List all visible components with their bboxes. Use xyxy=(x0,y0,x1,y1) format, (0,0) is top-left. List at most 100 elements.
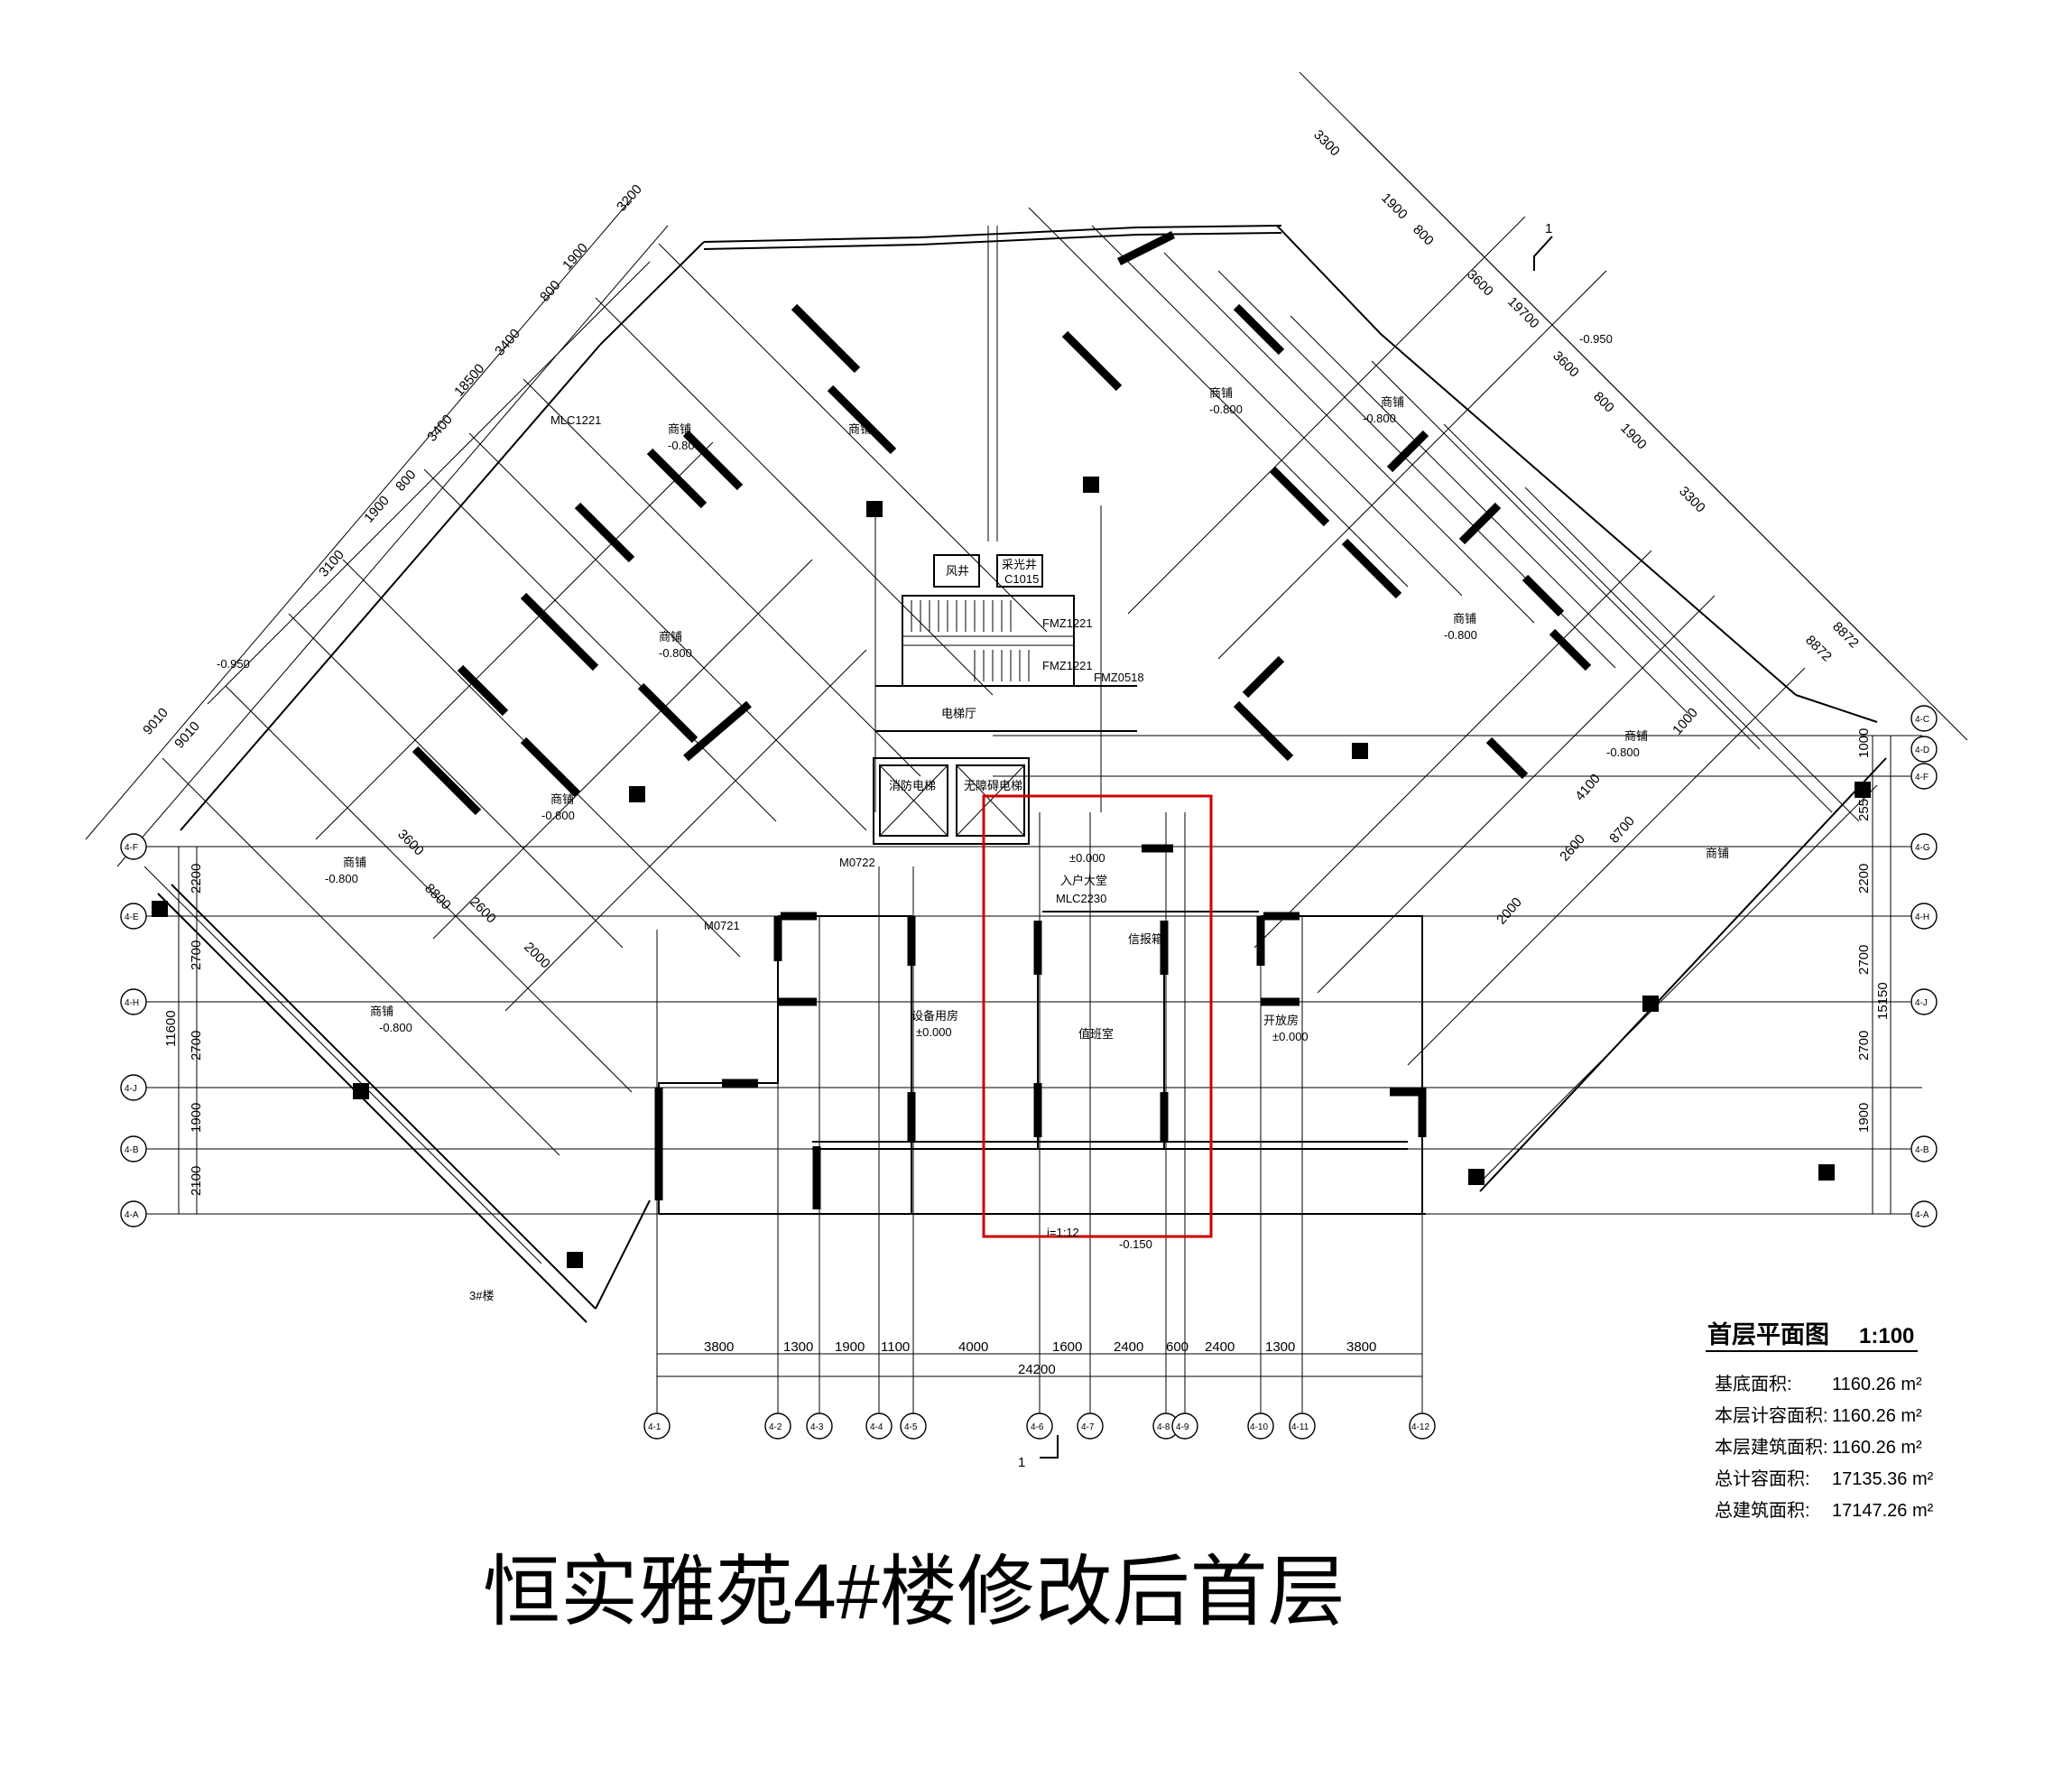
dim-bottom-2: 1300 xyxy=(783,1339,813,1355)
dim-ul-7: 800 xyxy=(393,468,419,495)
label-shop-6: 商铺 xyxy=(1624,729,1648,743)
dim-bottom-7: 2400 xyxy=(1114,1339,1143,1355)
label-shop-level-6: -0.800 xyxy=(1606,746,1640,759)
axis-right-8: 4-A xyxy=(1915,1210,1929,1220)
label-fire-door-c: FMZ0518 xyxy=(1094,671,1144,684)
label-shop-1: 商铺 xyxy=(668,422,691,436)
dim-ll-2: 8800 xyxy=(421,881,454,913)
label-slope-ratio: i=1:12 xyxy=(1047,1226,1079,1239)
label-shop-level-9: -0.800 xyxy=(541,809,575,822)
dim-left-total: 11600 xyxy=(163,1010,179,1047)
dim-ul-6: 3400 xyxy=(424,412,456,444)
axis-bubbles-right: 4-C 4-D 4-F 4-G 4-H 4-J 4-B 4-A xyxy=(1910,705,1938,1227)
dim-right-3: 2700 xyxy=(1856,945,1872,975)
section-symbol-top xyxy=(1533,236,1553,271)
dim-right-2: 2200 xyxy=(1856,864,1872,894)
axis-bottom-4: 4-4 xyxy=(870,1422,883,1432)
dim-ur-5: 19700 xyxy=(1504,294,1542,332)
label-shop-level-11: -0.800 xyxy=(325,872,358,885)
section-mark-top: 1 xyxy=(1545,221,1552,236)
area-value-1: 1160.26 m² xyxy=(1832,1375,1922,1394)
area-value-3: 1160.26 m² xyxy=(1832,1438,1922,1458)
label-equipment-level: ±0.000 xyxy=(916,1025,952,1039)
axis-bottom-12: 4-12 xyxy=(1411,1422,1429,1432)
axis-left-2: 4-E xyxy=(125,912,139,922)
dim-ur-4: 3600 xyxy=(1464,267,1496,300)
dim-bottom-11: 3800 xyxy=(1346,1339,1376,1355)
label-mailbox: 信报箱 xyxy=(1128,932,1163,946)
label-open-room: 开放房 xyxy=(1263,1014,1299,1027)
axis-left-4: 4-J xyxy=(125,1084,137,1094)
axis-bottom-11: 4-11 xyxy=(1291,1422,1309,1432)
label-fire-door-a: FMZ1221 xyxy=(1042,616,1093,630)
dim-left-diag-2: 9010 xyxy=(171,718,203,751)
central-walls xyxy=(658,554,1426,1215)
axis-left-1: 4-F xyxy=(125,843,138,853)
label-shop-level-8: -0.800 xyxy=(659,646,692,660)
axis-bottom-1: 4-1 xyxy=(648,1422,661,1432)
label-shop-level-1: -0.800 xyxy=(668,439,701,452)
label-door-m0721: M0721 xyxy=(704,919,740,932)
axis-bottom-6: 4-6 xyxy=(1031,1422,1044,1432)
column-marks xyxy=(412,230,1592,1209)
label-wind-shaft: 风井 xyxy=(946,564,969,578)
dim-left-diag-1: 9010 xyxy=(140,705,171,737)
axis-right-7: 4-B xyxy=(1915,1145,1929,1155)
dim-bottom-10: 1300 xyxy=(1265,1339,1295,1355)
axis-bottom-8: 4-8 xyxy=(1157,1422,1170,1432)
axis-bottom-5: 4-5 xyxy=(904,1422,918,1432)
main-title: 恒实雅苑4#楼修改后首层 xyxy=(483,1549,1346,1635)
label-door-mlc: MLC1221 xyxy=(550,413,601,427)
label-shop-level-5: -0.800 xyxy=(1444,628,1477,642)
label-shop-2: 商铺 xyxy=(848,422,872,436)
dim-bottom-1: 3800 xyxy=(704,1339,734,1355)
label-shop-9: 商铺 xyxy=(550,792,574,806)
dim-left-3: 2700 xyxy=(189,1031,204,1060)
label-shop-level-3: -0.800 xyxy=(1209,403,1243,416)
dim-right-diag-1: 8872 xyxy=(1829,619,1862,652)
label-window: C1015 xyxy=(1004,572,1039,586)
dim-bottom-4: 1100 xyxy=(881,1339,910,1355)
label-open-level: ±0.000 xyxy=(1272,1030,1309,1043)
label-entrance-level: ±0.000 xyxy=(1069,851,1105,865)
axis-bottom-10: 4-10 xyxy=(1250,1422,1268,1432)
axis-right-4: 4-G xyxy=(1915,843,1930,853)
dim-ur-6: 3600 xyxy=(1549,348,1582,381)
axis-left-5: 4-B xyxy=(125,1145,139,1155)
label-shop-level-b-right: -0.950 xyxy=(1579,332,1613,346)
dim-ur-8: 1900 xyxy=(1617,421,1650,453)
label-shop-10: 商铺 xyxy=(370,1005,393,1018)
label-fire-door-b: FMZ1221 xyxy=(1042,659,1093,672)
dim-ll-4: 2000 xyxy=(521,940,553,972)
label-shop-4: 商铺 xyxy=(1381,395,1404,409)
area-label-1: 基底面积: xyxy=(1715,1374,1792,1394)
axis-bubbles-left: 4-F 4-E 4-H 4-J 4-B 4-A xyxy=(120,833,147,1227)
label-entrance: 入户大堂 xyxy=(1060,874,1107,887)
dim-bottom-6: 1600 xyxy=(1052,1339,1082,1355)
plan-scale: 1:100 xyxy=(1859,1324,1914,1348)
label-shop-level-b-left: -0.950 xyxy=(217,657,250,671)
label-light-well: 采光井 xyxy=(1002,558,1037,571)
axis-right-6: 4-J xyxy=(1915,998,1928,1008)
area-table: 基底面积: 1160.26 m² 本层计容面积: 1160.26 m² 本层建筑… xyxy=(1715,1374,1934,1521)
axis-bottom-2: 4-2 xyxy=(769,1422,782,1432)
dim-right-4: 2700 xyxy=(1856,1031,1872,1060)
axis-left-3: 4-H xyxy=(125,998,139,1008)
dim-ll-3: 2600 xyxy=(467,894,499,927)
dim-ur-1: 3300 xyxy=(1310,127,1343,160)
label-equipment: 设备用房 xyxy=(911,1009,958,1023)
label-stair-hall: 电梯厅 xyxy=(941,707,976,720)
axis-bottom-3: 4-3 xyxy=(810,1422,824,1432)
left-wing-lines xyxy=(85,198,1048,1323)
axis-right-2: 4-D xyxy=(1915,746,1929,755)
stair-treads xyxy=(911,600,1030,681)
axis-right-5: 4-H xyxy=(1915,912,1929,922)
axis-bubbles-bottom: 4-1 4-2 4-3 4-4 4-5 4-6 4-7 4-8 4-9 4-10… xyxy=(643,1412,1436,1440)
dim-ul-5: 18500 xyxy=(451,361,487,400)
axis-left-6: 4-A xyxy=(125,1210,139,1220)
dim-right-1: 2550 xyxy=(1856,792,1872,821)
label-building-ref: 3#楼 xyxy=(469,1289,494,1302)
dim-right-top: 1000 xyxy=(1856,728,1872,758)
dim-left-1: 2200 xyxy=(189,864,204,894)
